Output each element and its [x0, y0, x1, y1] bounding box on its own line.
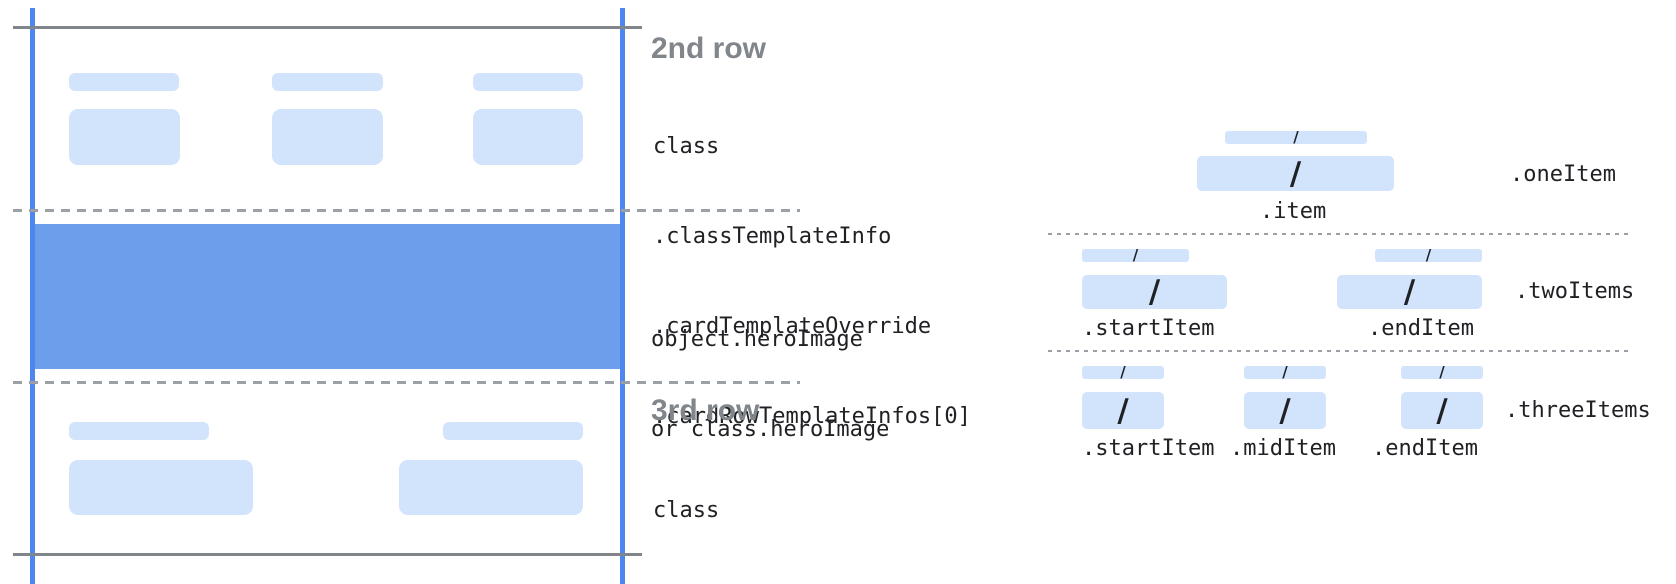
slash-divider-icon: / [1148, 274, 1161, 310]
card-top-border-line [13, 26, 642, 29]
two-items-section-label: .twoItems [1515, 279, 1635, 304]
slash-divider-icon: / [1289, 155, 1302, 192]
start-item-field-label: .startItem [1082, 316, 1215, 341]
start-item-field-label: .startItem [1082, 436, 1215, 461]
code-line: .cardTemplateOverride [653, 314, 932, 339]
row2-col1-value-placeholder [69, 109, 180, 165]
two-items-start-value-bar: / [1082, 275, 1227, 309]
hero-row3-divider-dashed-line [13, 381, 800, 384]
code-line: or class.heroImage [651, 417, 890, 442]
code-line: .cardRowTemplateInfos[0] [653, 404, 971, 429]
one-item-value-bar: / [1197, 156, 1394, 191]
card-left-guide-line [30, 8, 35, 584]
slash-divider-icon: / [1425, 246, 1432, 264]
row3-start-label-placeholder [69, 422, 209, 440]
row2-col2-label-placeholder [272, 73, 383, 91]
slash-divider-icon: / [1436, 392, 1448, 429]
row3-end-value-placeholder [399, 460, 583, 515]
three-items-mid-value-bar: / [1244, 392, 1326, 429]
row2-heading: 2nd row [651, 32, 767, 65]
row3-start-value-placeholder [69, 460, 253, 515]
slash-divider-icon: / [1120, 363, 1126, 381]
slash-divider-icon: / [1282, 363, 1288, 381]
card-bottom-border-line [13, 553, 642, 556]
two-items-end-label-bar: / [1375, 246, 1482, 264]
three-items-mid-label-bar: / [1244, 363, 1326, 381]
row2-code-path: class .classTemplateInfo .cardTemplateOv… [653, 72, 971, 492]
three-items-start-label-bar: / [1082, 363, 1164, 381]
two-three-divider-dashed-line [1048, 350, 1632, 352]
end-item-field-label: .endItem [1368, 316, 1474, 341]
row2-col2-value-placeholder [272, 109, 383, 165]
slash-divider-icon: / [1117, 392, 1129, 429]
code-line: class [653, 134, 720, 159]
one-item-section-label: .oneItem [1510, 162, 1616, 187]
three-items-end-label-bar: / [1401, 363, 1483, 381]
one-item-label-bar: / [1225, 128, 1367, 146]
two-items-start-label-bar: / [1082, 246, 1189, 264]
row2-col3-label-placeholder [473, 73, 583, 91]
code-line: object.heroImage [651, 327, 863, 352]
row2-hero-divider-dashed-line [13, 209, 800, 212]
three-items-section-label: .threeItems [1505, 398, 1651, 423]
two-items-end-value-bar: / [1337, 275, 1482, 309]
code-line: class [653, 498, 720, 523]
card-right-guide-line [620, 8, 625, 584]
slash-divider-icon: / [1279, 392, 1291, 429]
slash-divider-icon: / [1403, 274, 1416, 310]
hero-image-band [35, 224, 620, 369]
slash-divider-icon: / [1439, 363, 1445, 381]
hero-code-path: object.heroImage or class.heroImage [651, 265, 889, 505]
end-item-field-label: .endItem [1372, 436, 1478, 461]
mid-item-field-label: .midItem [1230, 436, 1336, 461]
three-items-start-value-bar: / [1082, 392, 1164, 429]
row3-end-label-placeholder [443, 422, 583, 440]
row2-col3-value-placeholder [473, 109, 583, 165]
one-two-divider-dashed-line [1048, 233, 1632, 235]
slash-divider-icon: / [1132, 246, 1139, 264]
row3-heading: 3rd row [651, 394, 760, 427]
row3-code-path: class .classTemplateInfo .cardTemplateOv… [653, 436, 971, 584]
slash-divider-icon: / [1293, 128, 1299, 146]
code-line: .classTemplateInfo [653, 224, 892, 249]
three-items-end-value-bar: / [1401, 392, 1483, 429]
row2-col1-label-placeholder [69, 73, 179, 91]
item-field-label: .item [1260, 199, 1327, 224]
